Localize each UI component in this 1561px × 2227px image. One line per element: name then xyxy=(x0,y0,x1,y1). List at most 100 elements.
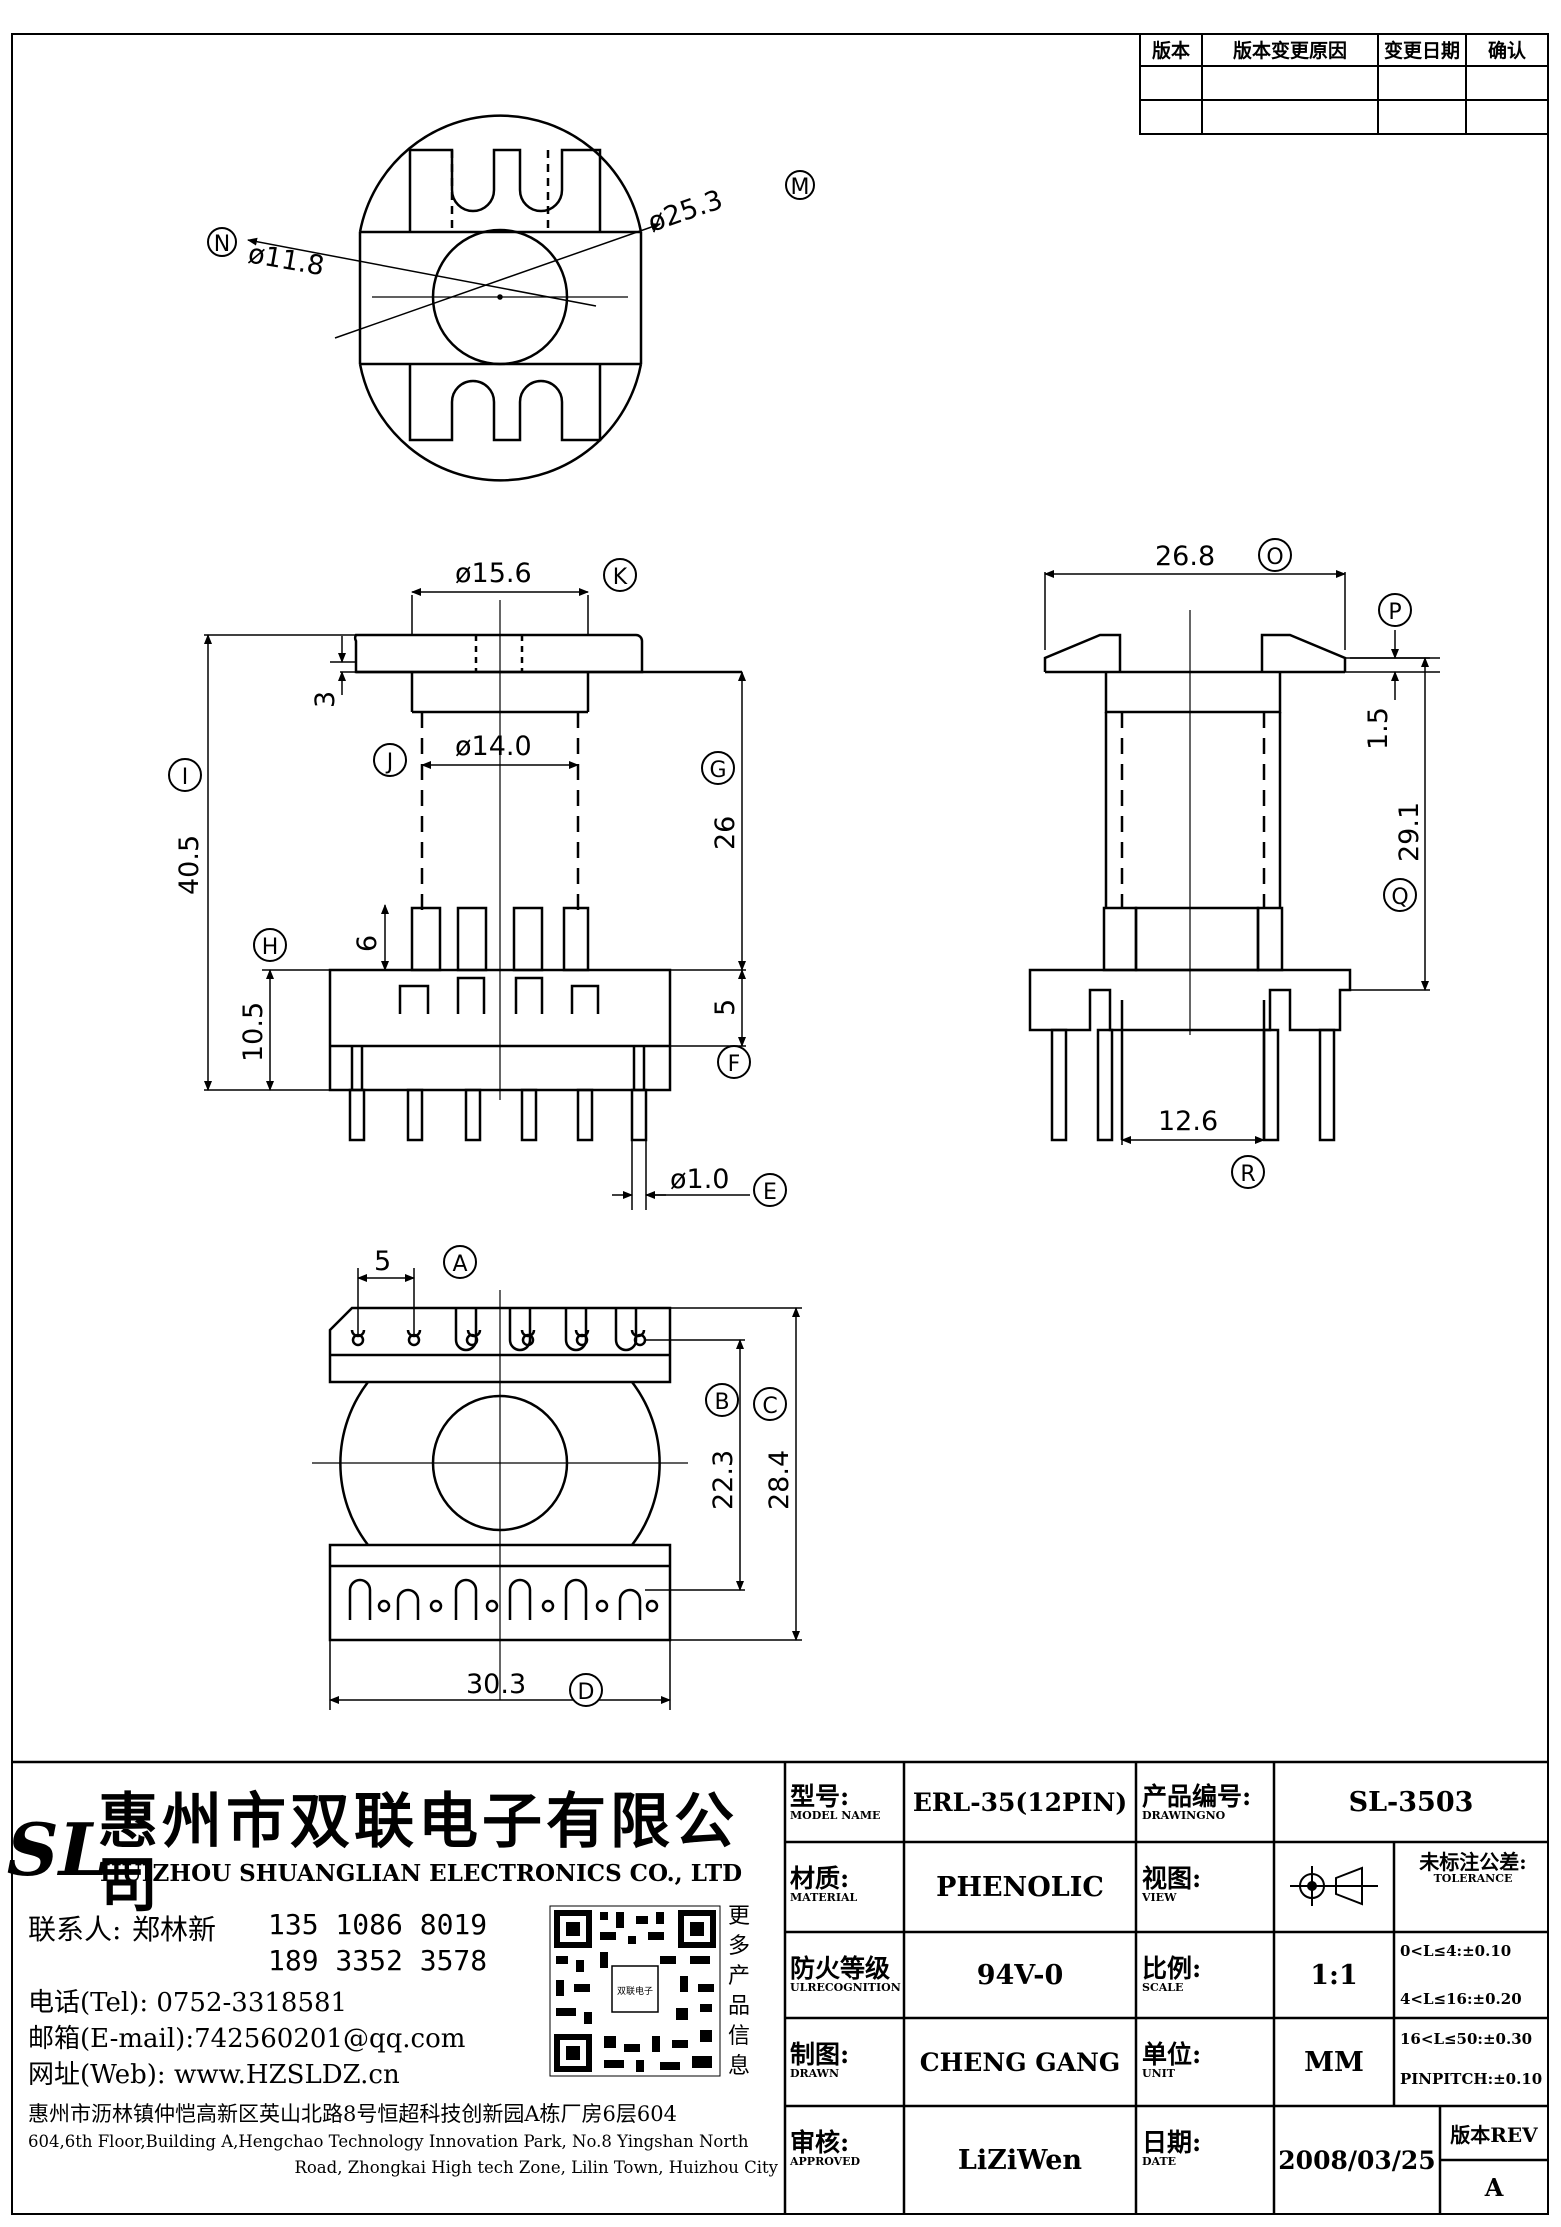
fire-rating-value: 94V-0 xyxy=(976,1959,1064,1991)
balloon-Q: Q xyxy=(1383,878,1417,912)
model-value: ERL-35(12PIN) xyxy=(912,1787,1128,1817)
phone-1: 135 1086 8019 xyxy=(268,1908,488,1941)
company-logo: SL xyxy=(7,1790,110,1892)
dim-P-value: 1.5 xyxy=(1363,707,1394,750)
contact-label: 联系人: xyxy=(28,1913,122,1946)
bottom-view xyxy=(312,1290,688,1700)
company-name-en: HUIZHOU SHUANGLIAN ELECTRONICS CO., LTD xyxy=(100,1860,743,1887)
revision-table xyxy=(1139,33,1549,135)
balloon-G: G xyxy=(701,751,735,785)
approved-label: 审核: APPROVED xyxy=(790,2128,861,2169)
dim-N-value: ø11.8 xyxy=(246,238,327,282)
dim-pin-step: 6 xyxy=(352,935,383,952)
svg-text:SL: SL xyxy=(7,1807,110,1892)
drawn-label: 制图: DRAWN xyxy=(790,2040,850,2081)
balloon-R: R xyxy=(1231,1155,1265,1189)
dim-H-value: 10.5 xyxy=(238,1002,269,1062)
unit-label: 单位: UNIT xyxy=(1142,2040,1202,2081)
dim-I-value: 40.5 xyxy=(174,835,205,895)
dim-C-value: 28.4 xyxy=(764,1450,795,1510)
drawing-no-label: 产品编号: DRAWINGNO xyxy=(1142,1782,1252,1823)
svg-text:C: C xyxy=(762,1394,777,1419)
tel-line: 电话(Tel): 0752-3318581 xyxy=(28,1988,348,2018)
svg-text:D: D xyxy=(578,1680,595,1705)
dim-M-value: ø25.3 xyxy=(644,184,727,238)
view-label: 视图: VIEW xyxy=(1142,1864,1202,1905)
front-view xyxy=(328,600,742,1142)
svg-text:E: E xyxy=(763,1180,777,1205)
email-line: 邮箱(E-mail):742560201@qq.com xyxy=(28,2024,466,2054)
side-view-dimensions xyxy=(1044,570,1440,1145)
fire-rating-label: 防火等级 ULRECOGNITION xyxy=(790,1954,901,1995)
model-label: 型号: MODEL NAME xyxy=(790,1782,881,1823)
balloon-B: B xyxy=(705,1383,739,1417)
title-block-grid xyxy=(12,1760,1548,2214)
dim-K-value: ø15.6 xyxy=(455,558,532,589)
svg-text:A: A xyxy=(452,1252,467,1277)
qr-caption: 更多产品信息 xyxy=(728,1904,751,2079)
scale-value: 1:1 xyxy=(1310,1959,1358,1991)
dim-E-value: ø1.0 xyxy=(670,1164,729,1195)
top-view xyxy=(247,114,661,482)
tolerance-0: 0<L≤4:±0.10 xyxy=(1400,1942,1512,1960)
rev-header-date: 变更日期 xyxy=(1384,39,1460,62)
web-line: 网址(Web): www.HZSLDZ.cn xyxy=(28,2060,400,2090)
approved-value: LiZiWen xyxy=(957,2144,1083,2176)
balloon-F: F xyxy=(717,1045,751,1079)
drawing-no-value: SL-3503 xyxy=(1348,1786,1474,1818)
svg-text:B: B xyxy=(714,1390,729,1415)
material-label: 材质: MATERIAL xyxy=(790,1864,858,1905)
scale-label: 比例: SCALE xyxy=(1142,1954,1202,1995)
balloon-A: A xyxy=(443,1245,477,1279)
dim-R-value: 12.6 xyxy=(1158,1106,1218,1137)
side-view xyxy=(1028,610,1352,1142)
svg-text:G: G xyxy=(709,758,726,783)
balloon-O: O xyxy=(1258,538,1292,572)
revision-value: A xyxy=(1484,2172,1504,2202)
date-label: 日期: DATE xyxy=(1142,2128,1202,2169)
drawing-border xyxy=(11,33,1549,2215)
balloon-N: N xyxy=(207,227,237,257)
unit-value: MM xyxy=(1304,2046,1364,2078)
dim-B-value: 22.3 xyxy=(708,1450,739,1510)
dim-D-value: 30.3 xyxy=(466,1669,526,1700)
balloon-D: D xyxy=(569,1673,603,1707)
tolerance-3: PINPITCH:±0.10 xyxy=(1400,2070,1543,2088)
rev-header-version: 版本 xyxy=(1152,39,1190,62)
revision-label: 版本REV xyxy=(1450,2122,1538,2147)
rev-header-confirm: 确认 xyxy=(1488,39,1526,62)
address-en-1: 604,6th Floor,Building A,Hengchao Techno… xyxy=(28,2132,749,2151)
rev-header-reason: 版本变更原因 xyxy=(1233,39,1347,62)
svg-text:N: N xyxy=(214,232,230,257)
balloon-P: P xyxy=(1378,593,1412,627)
balloon-H: H xyxy=(253,928,287,962)
balloon-M: M xyxy=(785,170,815,200)
tolerance-2: 16<L≤50:±0.30 xyxy=(1400,2030,1533,2048)
svg-text:Q: Q xyxy=(1391,885,1408,910)
dim-Q-value: 29.1 xyxy=(1394,802,1425,862)
balloon-K: K xyxy=(603,558,637,592)
dim-A-value: 5 xyxy=(374,1246,391,1277)
balloon-C: C xyxy=(753,1387,787,1421)
svg-text:J: J xyxy=(385,750,394,775)
svg-text:双联电子: 双联电子 xyxy=(617,1985,653,1997)
svg-text:H: H xyxy=(262,935,279,960)
contact-name: 郑林新 xyxy=(132,1913,217,1946)
svg-text:F: F xyxy=(728,1052,741,1077)
address-cn: 惠州市沥林镇仲恺高新区英山北路8号恒超科技创新园A栋厂房6层604 xyxy=(28,2102,677,2126)
qr-code: 双联电子 xyxy=(549,1905,721,2077)
bottom-view-dimensions xyxy=(329,1268,802,1710)
svg-text:M: M xyxy=(791,175,810,200)
address-en-2: Road, Zhongkai High tech Zone, Lilin Tow… xyxy=(294,2158,778,2177)
dim-J-value: ø14.0 xyxy=(455,731,532,762)
dim-flange-thickness: 3 xyxy=(310,691,341,708)
svg-text:P: P xyxy=(1388,600,1401,625)
phone-2: 189 3352 3578 xyxy=(268,1944,488,1977)
svg-text:I: I xyxy=(182,765,189,790)
balloon-J: J xyxy=(373,743,407,777)
drawn-value: CHENG GANG xyxy=(919,2047,1121,2077)
balloon-E: E xyxy=(753,1173,787,1207)
tolerance-1: 4<L≤16:±0.20 xyxy=(1400,1990,1522,2008)
dim-G-value: 26 xyxy=(710,816,741,850)
